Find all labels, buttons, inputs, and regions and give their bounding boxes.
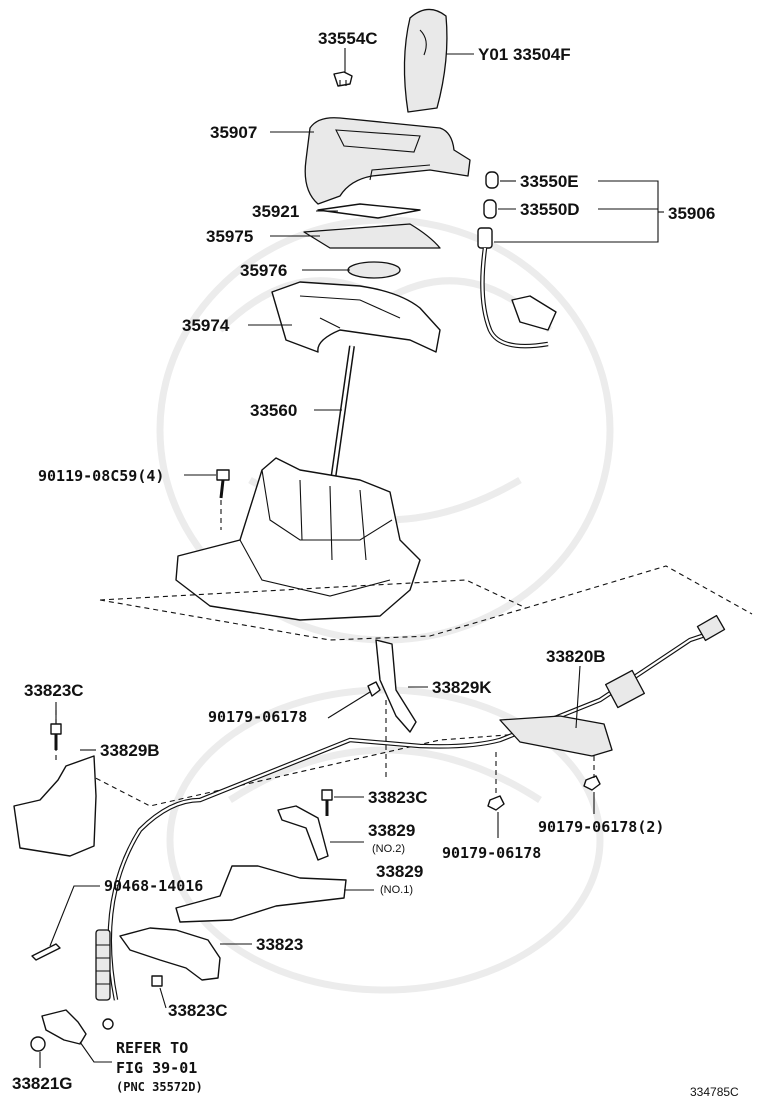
bulb-d [483,199,497,219]
label-35907: 35907 [210,123,257,142]
label-no1: (NO.1) [380,884,413,896]
label-35906: 35906 [668,204,715,223]
label-33829b: 33829B [100,741,160,760]
label-33560: 33560 [250,401,297,420]
label-33823c-top: 33823C [24,681,84,700]
label-33823c-bot: 33823C [168,1001,228,1020]
label-33823: 33823 [256,935,303,954]
label-refer-to: REFER TO [116,1039,188,1057]
washer-part [347,261,401,279]
label-90119: 90119-08C59(4) [38,467,164,485]
label-refer-fig: FIG 39-01 [116,1059,197,1077]
indicator-housing [304,117,471,205]
label-33550d: 33550D [520,200,580,219]
label-33829-no2: 33829 [368,821,415,840]
bracket-b [13,755,97,857]
label-35976: 35976 [240,261,287,280]
label-33820b: 33820B [546,647,606,666]
cable-bracket [499,715,613,757]
label-33821g: 33821G [12,1074,73,1093]
label-33823c-mid: 33823C [368,788,428,807]
fastener-parts [30,681,601,1052]
part-labels: 33554C Y01 33504F 35907 33550E 33550D 35… [12,29,739,1099]
control-cable [95,614,726,1001]
shift-lever-base [175,457,421,621]
bracket-33823 [119,927,221,981]
cover-plate [303,223,441,249]
label-33829k: 33829K [432,678,492,697]
position-housing [271,281,441,353]
plate-part [317,203,421,219]
label-35975: 35975 [206,227,253,246]
label-35921: 35921 [252,202,299,221]
label-35974: 35974 [182,316,230,335]
label-33829-no1: 33829 [376,862,423,881]
bolt-part [216,469,230,530]
wire-harness [477,227,557,349]
floor-outline-lower [79,733,521,807]
bracket-k [375,639,417,733]
diagram-code: 334785C [690,1085,739,1099]
shift-knob [403,8,448,113]
lock-unit [41,1009,114,1045]
clip-part [333,71,353,87]
label-90179-a: 90179-06178 [208,708,307,726]
leader-lines [39,48,664,1068]
label-90179-b: 90179-06178 [442,844,541,862]
label-33504f: Y01 33504F [478,45,571,64]
label-90179-c: 90179-06178(2) [538,818,664,836]
bulb-e [485,171,499,189]
bracket-no1 [175,865,347,923]
cable-clip [31,943,61,961]
label-no2: (NO.2) [372,843,405,855]
bracket-no2 [277,805,329,861]
shift-lever [330,345,355,481]
label-33550e: 33550E [520,172,579,191]
label-90468: 90468-14016 [104,877,203,895]
label-refer-pnc: (PNC 35572D) [116,1080,203,1094]
label-33554c: 33554C [318,29,378,48]
